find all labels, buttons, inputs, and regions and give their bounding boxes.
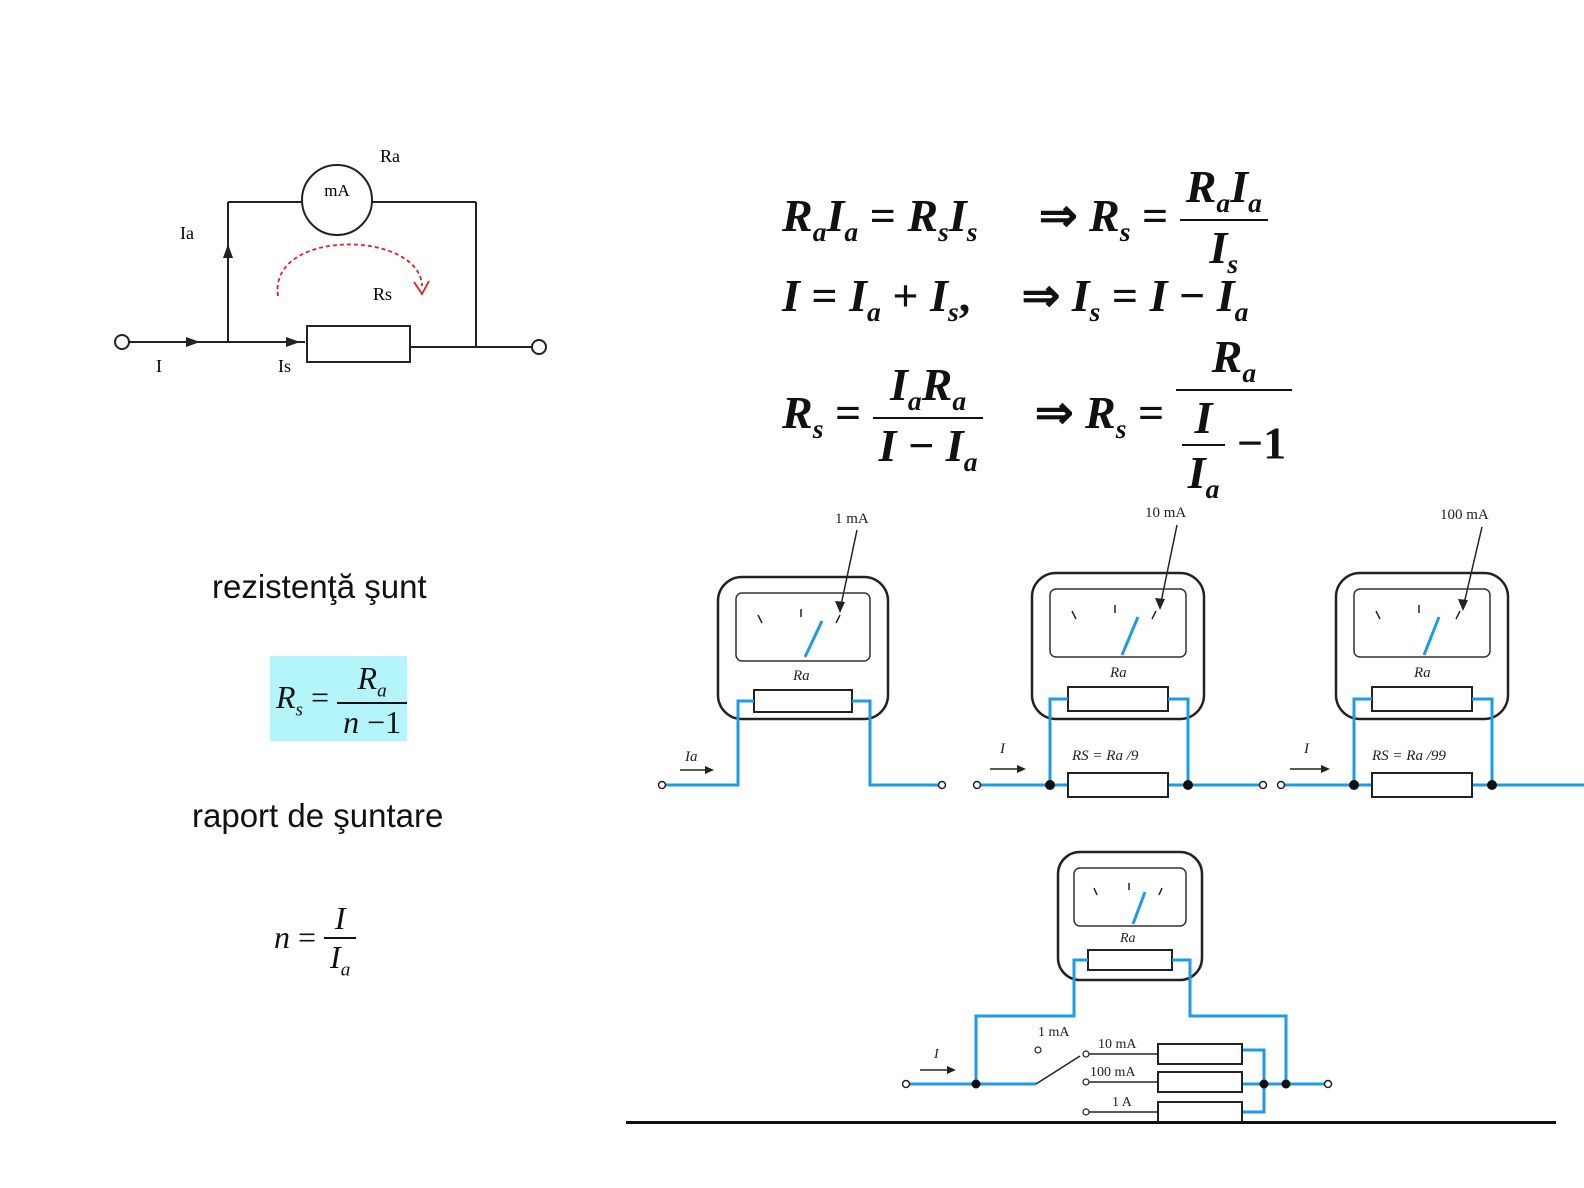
meter-ranges-diagram: 1 mA Ra Ia 10 mA Ra	[657, 505, 1584, 798]
range-label-1ma: 1 mA	[835, 511, 869, 527]
switch-label-1a: 1 A	[1112, 1095, 1133, 1110]
ammeter-label: mA	[324, 181, 350, 200]
multirange-needle	[1131, 891, 1147, 925]
range-label-100ma: 100 mA	[1440, 507, 1489, 523]
range-resistor-10ma	[1157, 1043, 1243, 1065]
needle-1	[803, 620, 824, 658]
shunt-resistor	[306, 325, 411, 363]
meter-case-1	[716, 575, 890, 721]
meter-resistor-2	[1067, 686, 1169, 712]
range-resistor-1a	[1157, 1101, 1243, 1123]
range-resistor-100ma	[1157, 1071, 1243, 1093]
needle-2	[1120, 616, 1140, 656]
multirange-ammeter-diagram: Ra 1 mA 10 mA 100 mA 1 A I	[901, 850, 1333, 1123]
needle-3	[1422, 616, 1441, 656]
shunt-resistor-3	[1371, 772, 1473, 798]
i-label: I	[156, 356, 162, 376]
current-path-arrow	[276, 243, 423, 297]
switch-label-10ma: 10 mA	[1098, 1037, 1137, 1052]
meter-resistor-3	[1371, 686, 1473, 712]
ia-label: Ia	[180, 223, 194, 243]
input-current-label-3: I	[1303, 741, 1310, 757]
is-label: Is	[278, 356, 291, 376]
equation-line-2: I = Ia + Is, ⇒ Is = I − Ia	[782, 270, 1249, 328]
output-terminal	[531, 339, 547, 355]
input-terminal	[114, 334, 130, 350]
shunt-label-3: RS = Ra /99	[1371, 748, 1446, 764]
shunt-label-2: RS = Ra /9	[1071, 748, 1139, 764]
range-label-10ma: 10 mA	[1145, 505, 1186, 521]
multirange-meter-resistor	[1087, 949, 1173, 971]
bottom-rule	[626, 1121, 1556, 1124]
rs-label: Rs	[373, 284, 392, 304]
meter-case-3	[1334, 571, 1510, 721]
input-current-label-2: I	[999, 741, 1006, 757]
multirange-meter-case	[1056, 850, 1204, 982]
meter-resistor-1	[753, 689, 853, 713]
switch-label-100ma: 100 mA	[1090, 1065, 1136, 1080]
meter-case-2	[1030, 571, 1206, 721]
input-current-label-1: Ia	[684, 749, 698, 765]
meter-resistor-label-2: Ra	[1109, 665, 1127, 681]
ammeter-symbol	[301, 164, 373, 236]
meter-resistor-label-3: Ra	[1413, 665, 1431, 681]
shunt-resistor-2	[1067, 772, 1169, 798]
shunt-resistance-label: rezistenţă şunt	[212, 568, 427, 605]
shunt-circuit-diagram: mA Ra Ia Rs I Is	[114, 146, 547, 376]
shunt-formula-box	[270, 656, 407, 741]
shunt-ratio-label: raport de şuntare	[192, 797, 444, 834]
meter-resistor-label-1: Ra	[792, 668, 810, 684]
multirange-input-label: I	[933, 1047, 940, 1062]
range-switch	[1035, 1055, 1081, 1085]
multirange-resistor-label: Ra	[1119, 931, 1136, 946]
ra-label: Ra	[380, 146, 400, 166]
switch-label-1ma: 1 mA	[1038, 1025, 1070, 1040]
